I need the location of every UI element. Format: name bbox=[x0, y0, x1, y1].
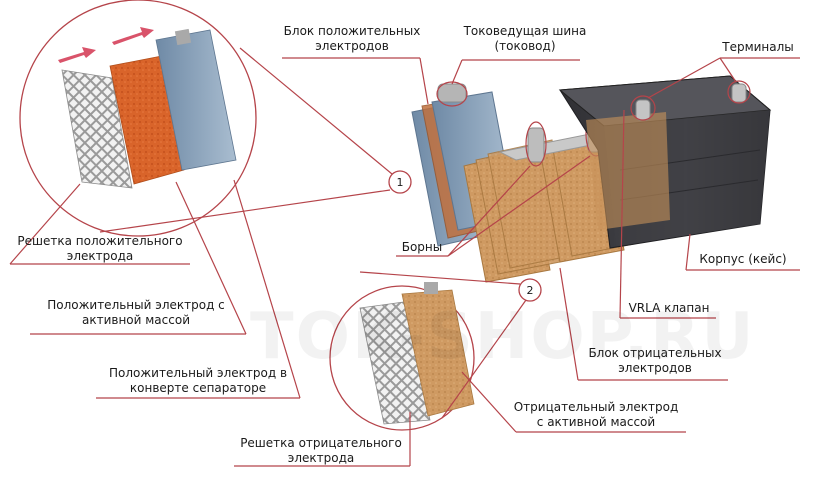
positive-separator-plate bbox=[155, 29, 237, 171]
circle-negative-parts bbox=[329, 282, 475, 431]
arrow-1 bbox=[58, 47, 96, 63]
label-positive-active: Положительный электрод с активной массой bbox=[47, 298, 225, 327]
callout-marker-2: 2 bbox=[518, 278, 542, 302]
label-busbar: Токоведущая шина (токовод) bbox=[463, 24, 587, 53]
label-block-negative: Блок отрицательных электродов bbox=[588, 346, 722, 375]
leader-lines bbox=[9, 47, 800, 467]
label-case: Корпус (кейс) bbox=[699, 252, 787, 266]
arrow-2 bbox=[112, 27, 154, 45]
negative-plate-tab bbox=[424, 282, 438, 294]
battery-assembly bbox=[411, 75, 772, 283]
battery-case bbox=[558, 75, 772, 249]
label-block-positive: Блок положительных электродов bbox=[283, 24, 421, 53]
callout-marker-2-text: 2 bbox=[527, 284, 534, 297]
callout-marker-1-text: 1 bbox=[397, 176, 404, 189]
positive-separator-tab bbox=[174, 28, 192, 46]
negative-grid-plate bbox=[359, 301, 431, 425]
borny-highlight-1 bbox=[525, 121, 547, 167]
label-positive-separator: Положительный электрод в конверте сепара… bbox=[108, 366, 288, 395]
terminal-left bbox=[635, 99, 651, 121]
callout-circle-2 bbox=[329, 285, 475, 431]
terminal-highlight-left bbox=[630, 95, 656, 121]
label-vrla: VRLA клапан bbox=[628, 301, 710, 315]
label-grid-positive: Решетка положительного электрода bbox=[17, 234, 183, 263]
label-negative-active: Отрицательный электрод с активной массой bbox=[513, 400, 679, 429]
terminal-right bbox=[731, 83, 747, 103]
circle-positive-parts bbox=[19, 0, 257, 237]
label-grid-negative: Решетка отрицательного электрода bbox=[240, 436, 402, 465]
label-terminals: Терминалы bbox=[722, 40, 794, 54]
callout-marker-1: 1 bbox=[388, 170, 412, 194]
positive-grid-plate bbox=[61, 69, 133, 189]
terminal-highlight-right bbox=[727, 80, 751, 104]
label-borny: Борны bbox=[401, 240, 443, 254]
busbar-highlight bbox=[436, 81, 468, 107]
callout-circle-1 bbox=[19, 0, 257, 237]
watermark: TOK-SHOP.RU bbox=[250, 300, 756, 374]
